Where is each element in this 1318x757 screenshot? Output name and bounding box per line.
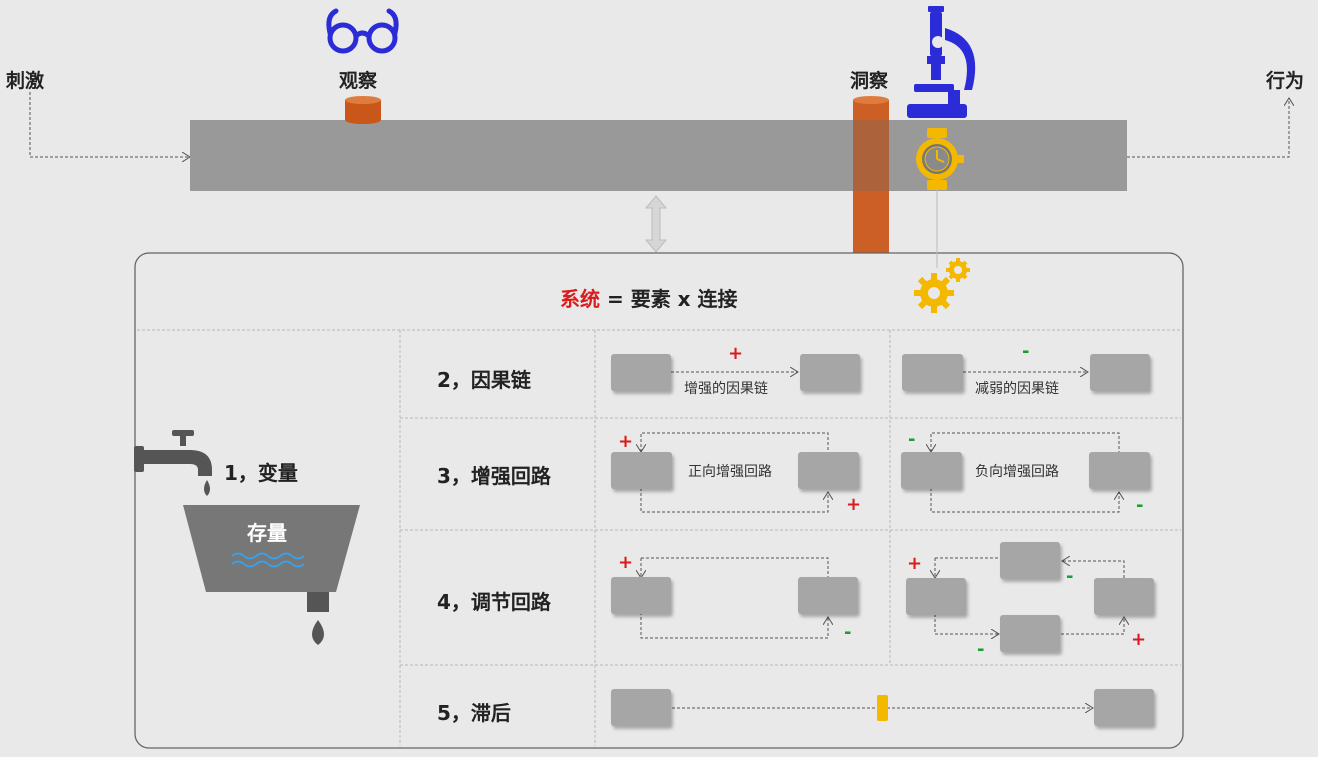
sign-plus: +: [846, 494, 862, 515]
node-box: [798, 452, 859, 489]
sign-minus: -: [1066, 566, 1074, 587]
perception-bar: [190, 120, 1127, 191]
stock-tank: [183, 505, 360, 612]
node-box: [611, 577, 671, 614]
row-label-balancing-loop: 4，调节回路: [437, 590, 551, 614]
node-box: [611, 354, 671, 391]
sign-plus: +: [618, 552, 634, 573]
double-arrow: [644, 195, 668, 253]
sign-minus: -: [977, 639, 985, 660]
system-panel: [134, 252, 1184, 749]
system-title: 系统 = 要素 x 连接: [560, 283, 738, 312]
watch-icon: [916, 128, 964, 190]
node-box: [1090, 354, 1150, 391]
caption-positive-loop: 正向增强回路: [688, 464, 772, 480]
node-box: [1000, 542, 1060, 579]
sign-plus: +: [618, 431, 634, 452]
behavior-label: 行为: [1266, 70, 1305, 92]
node-box: [901, 452, 962, 489]
delay-marker: [877, 695, 888, 721]
microscope-icon: [907, 6, 976, 118]
insight-label: 洞察: [850, 70, 889, 92]
water-drop-icon: [312, 620, 324, 645]
stimulus-label: 刺激: [6, 70, 45, 92]
variable-label: 1，变量: [224, 461, 298, 485]
sign-plus: +: [1131, 629, 1147, 650]
observe-label: 观察: [339, 70, 378, 92]
node-box: [1094, 578, 1154, 615]
node-box: [800, 354, 860, 391]
system-title-rest: = 要素 x 连接: [606, 287, 738, 311]
sign-plus: +: [728, 343, 744, 364]
row-label-delay: 5，滞后: [437, 701, 511, 725]
caption-negative-loop: 负向增强回路: [975, 464, 1059, 480]
sign-minus: -: [1136, 495, 1144, 516]
node-box: [611, 452, 672, 489]
node-box: [1089, 452, 1150, 489]
sign-minus: -: [844, 622, 852, 643]
caption-weakening-chain: 减弱的因果链: [975, 381, 1059, 397]
glasses-icon: [326, 8, 399, 54]
sign-minus: -: [1022, 341, 1030, 362]
stimulus-connector: [29, 92, 190, 157]
panel-grid: [137, 329, 1181, 746]
node-box: [1000, 615, 1060, 652]
node-box: [611, 689, 671, 726]
node-box: [906, 578, 966, 615]
behavior-connector: [1127, 98, 1289, 158]
faucet-icon: [134, 430, 212, 496]
sign-plus: +: [907, 553, 923, 574]
system-title-prefix: 系统: [560, 287, 600, 311]
gears-icon: [914, 258, 970, 313]
node-box: [902, 354, 963, 391]
row-label-reinforcing-loop: 3，增强回路: [437, 464, 551, 488]
caption-reinforcing-chain: 增强的因果链: [684, 381, 768, 397]
node-box: [798, 577, 858, 614]
stock-label: 存量: [247, 521, 287, 545]
observe-cylinder: [345, 96, 381, 124]
sign-minus: -: [908, 429, 916, 450]
row-label-causal-chain: 2，因果链: [437, 368, 531, 392]
node-box: [1094, 689, 1154, 726]
